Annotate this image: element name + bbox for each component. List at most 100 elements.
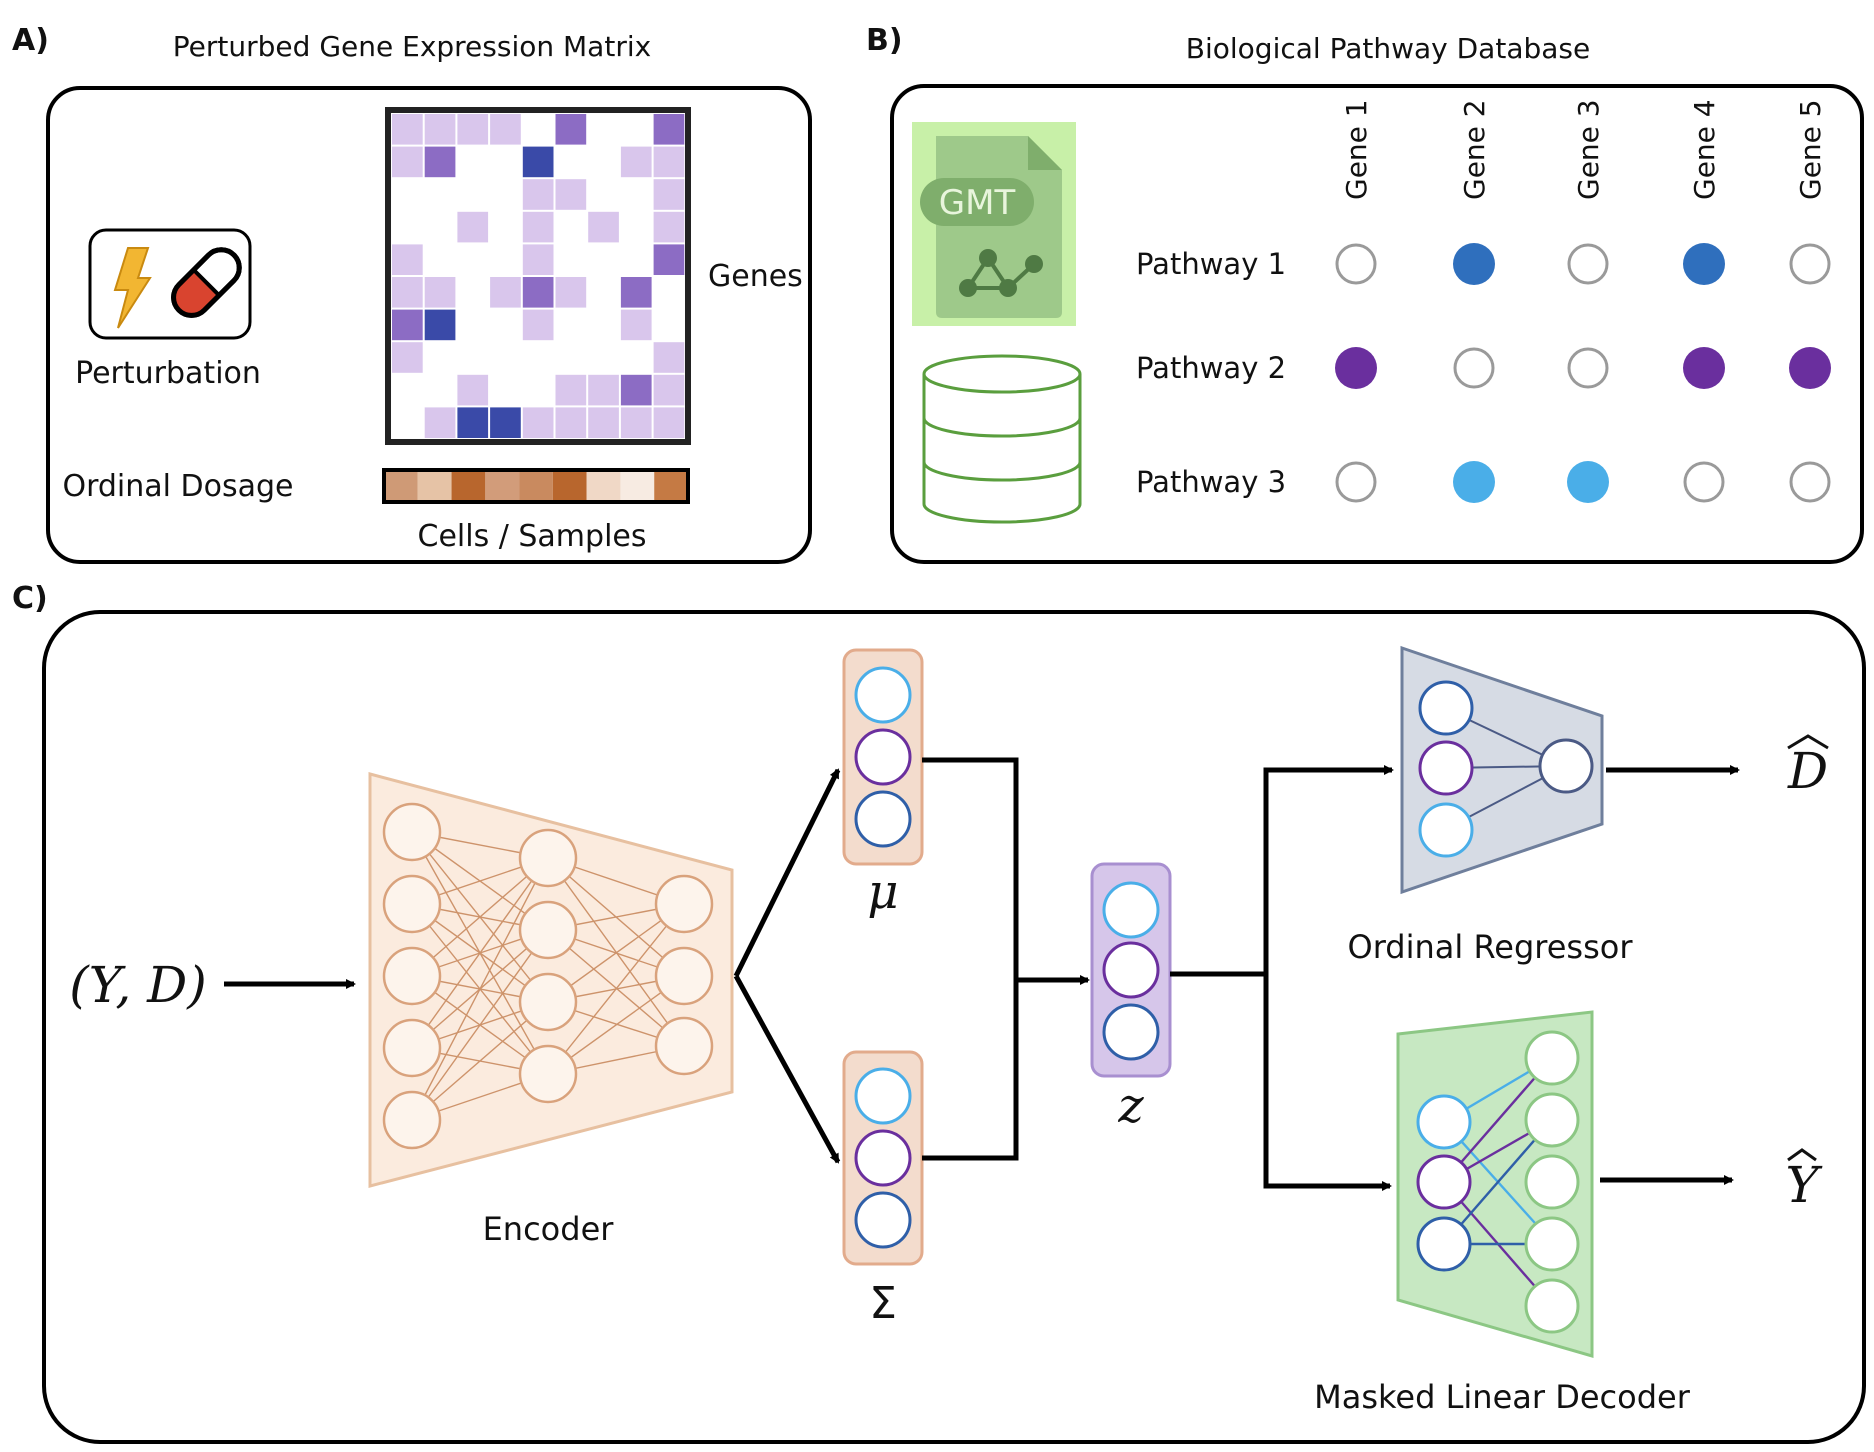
dosage-cell [451, 470, 486, 502]
pathway-nonmember-dot [1453, 347, 1495, 389]
matrix-cell [424, 277, 456, 308]
matrix-cell [588, 374, 619, 406]
pathway-row-label: Pathway 3 [1136, 465, 1286, 499]
matrix-cell [392, 342, 423, 373]
encoder-edge [411, 1001, 549, 1121]
matrix-cell [620, 309, 652, 341]
encoder-to-sigma-arrow [733, 974, 841, 1164]
pathway-nonmember-dot [1335, 243, 1377, 285]
sigma-label: Σ [869, 1278, 897, 1329]
encoder-node [518, 972, 578, 1032]
panel-c-frame [42, 610, 1866, 1444]
gene-column-label: Gene 2 [1458, 99, 1491, 200]
matrix-cell [620, 277, 652, 308]
dosage-cell [384, 470, 418, 502]
pathway-nonmember-dot [1683, 461, 1725, 503]
matrix-cell [490, 407, 521, 438]
sigma-vector [842, 1050, 924, 1266]
network-icon [959, 249, 1043, 297]
encoder-node [382, 1018, 442, 1078]
matrix-cell [522, 244, 554, 275]
lightning-icon [113, 247, 152, 329]
gene-column-label: Gene 4 [1688, 99, 1721, 200]
gene-column-label: Gene 1 [1340, 99, 1373, 200]
perturbation-icon [88, 228, 252, 340]
svg-text:D: D [1787, 742, 1828, 800]
matrix-cell [620, 146, 652, 178]
matrix-cell [620, 374, 652, 406]
panel-a-frame [46, 86, 812, 564]
cells-samples-label: Cells / Samples [418, 519, 647, 554]
encoder-edge [411, 857, 549, 1049]
pathway-nonmember-dot [1567, 243, 1609, 285]
matrix-cell [653, 114, 685, 145]
d-hat-output: D [1787, 734, 1829, 800]
encoder-node [654, 946, 714, 1006]
panel-b-frame [890, 84, 1864, 564]
masked-linear-decoder-label: Masked Linear Decoder [1314, 1378, 1691, 1416]
matrix-cell [392, 244, 423, 275]
dosage-cell [586, 470, 621, 502]
pathway-member-dot [1453, 243, 1495, 285]
matrix-cell [555, 179, 587, 210]
dosage-cell [417, 470, 452, 502]
matrix-cell [424, 407, 456, 438]
gene-column-label: Gene 3 [1572, 99, 1605, 200]
pathway-nonmember-dot [1789, 461, 1831, 503]
encoder-edge [411, 857, 549, 1121]
mu-to-merge-line [922, 757, 1019, 1161]
matrix-cell [522, 179, 554, 210]
matrix-cell [392, 277, 423, 308]
matrix-cell [490, 114, 521, 145]
dosage-bar [382, 468, 690, 504]
matrix-cell [620, 407, 652, 438]
matrix-cell [588, 407, 619, 438]
y-hat-output: Y [1785, 1148, 1822, 1214]
matrix-cell [555, 374, 587, 406]
encoder [368, 772, 734, 1188]
encoder-label: Encoder [483, 1210, 615, 1248]
matrix-cell [555, 277, 587, 308]
split-to-regressor-arrow [1263, 765, 1394, 974]
matrix-cell [424, 114, 456, 145]
expression-matrix [385, 107, 691, 445]
matrix-cell [522, 309, 554, 341]
encoder-to-mu-arrow [733, 768, 841, 978]
perturbation-label: Perturbation [75, 356, 261, 391]
panel-b-letter: B) [866, 23, 903, 58]
gene-column-label: Gene 5 [1794, 99, 1827, 200]
z-vector [1090, 862, 1172, 1078]
mu-label: μ [867, 864, 898, 920]
matrix-cell [653, 244, 685, 275]
matrix-cell [392, 309, 423, 341]
matrix-cell [392, 146, 423, 178]
svg-text:GMT: GMT [939, 183, 1016, 223]
encoder-node [382, 802, 442, 862]
encoder-edge [411, 929, 549, 1121]
matrix-cell [392, 114, 423, 145]
genes-label: Genes [708, 259, 803, 294]
encoder-edge [547, 857, 685, 1047]
encoder-node [654, 874, 714, 934]
matrix-cell [522, 277, 554, 308]
encoder-node [654, 1016, 714, 1076]
matrix-cell [588, 211, 619, 243]
matrix-cell [653, 407, 685, 438]
matrix-cell [555, 114, 587, 145]
matrix-cell [457, 114, 489, 145]
dosage-cell [519, 470, 553, 502]
panel-b-title: Biological Pathway Database [1186, 32, 1590, 65]
ordinal-regressor [1400, 645, 1604, 895]
pathway-member-dot [1789, 347, 1831, 389]
encoder-node [518, 828, 578, 888]
dosage-cell [654, 470, 688, 502]
pathway-nonmember-dot [1789, 243, 1831, 285]
matrix-cell [653, 146, 685, 178]
encoder-node [382, 1090, 442, 1150]
pathway-member-dot [1335, 347, 1377, 389]
svg-text:Y: Y [1785, 1156, 1822, 1214]
matrix-cell [424, 146, 456, 178]
matrix-cell [653, 342, 685, 373]
matrix-cell [653, 179, 685, 210]
